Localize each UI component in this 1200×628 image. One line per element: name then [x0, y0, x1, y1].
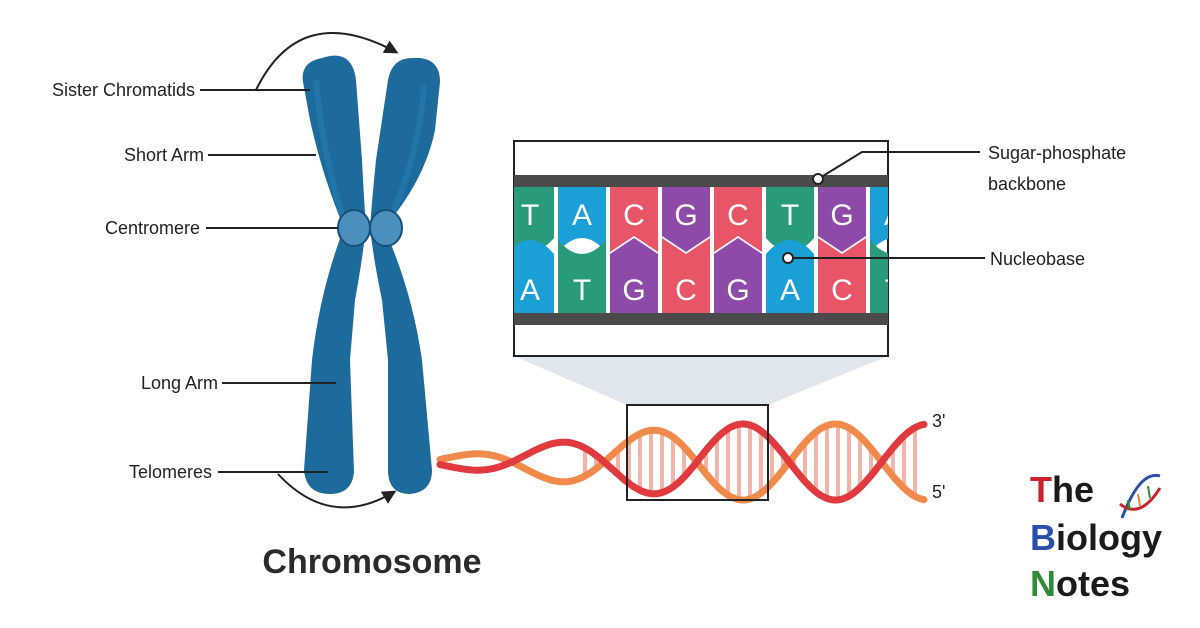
helix-strand-orange [436, 420, 928, 504]
label-sister-chromatids: Sister Chromatids [52, 80, 195, 100]
nucleobase-letter: A [572, 199, 592, 232]
label-sugar-phosphate: Sugar-phosphate [988, 143, 1126, 163]
label-backbone: backbone [988, 174, 1066, 194]
nucleobase-letter: T [573, 274, 591, 307]
nucleobase-letter: G [674, 199, 697, 232]
left-chromatid [302, 55, 366, 494]
logo-dna-icon [1119, 473, 1162, 519]
backbone-bottom [514, 313, 888, 325]
label-three-prime: 3' [932, 411, 945, 431]
nucleobase-letter: A [884, 199, 904, 232]
label-nucleobase: Nucleobase [990, 249, 1085, 269]
logo-notes: Notes [1030, 563, 1130, 604]
nucleobase-letter: C [623, 199, 645, 232]
nucleobase-top [766, 187, 814, 252]
nucleobase-top [714, 187, 762, 252]
nucleobase-top [870, 187, 888, 252]
nucleobase-bottom [870, 240, 888, 313]
nucleobase-bottom [514, 240, 554, 313]
centromere-left [337, 209, 371, 247]
helix-strand-red [436, 420, 928, 504]
nucleobase-letter: T [885, 274, 903, 307]
nucleobase-bottom [610, 238, 658, 313]
nucleobase-top [610, 187, 658, 252]
label-centromere: Centromere [105, 218, 200, 238]
nucleobase-letter: G [726, 274, 749, 307]
label-five-prime: 5' [932, 482, 945, 502]
telomeres-arrow [277, 473, 397, 509]
chromatid-highlight [389, 83, 427, 217]
nucleobase-bottom [558, 240, 606, 313]
zoom-box [626, 404, 769, 501]
nucleobase-letter: T [781, 199, 799, 232]
nucleobase-top [662, 187, 710, 252]
logo-biology: Biology [1030, 517, 1162, 558]
nucleobase-letter: C [675, 274, 697, 307]
chromatid-highlight [313, 79, 345, 216]
leader-sugar-phosphate [817, 151, 980, 180]
nucleobase-letter: A [780, 274, 800, 307]
nucleobase-letter: T [521, 199, 539, 232]
nucleobase-letter: C [831, 274, 853, 307]
nucleobase-letter: G [622, 274, 645, 307]
dna-double-helix [436, 420, 928, 504]
nucleobase-marker [782, 252, 794, 264]
nucleobase-top [818, 187, 866, 252]
label-telomeres: Telomeres [129, 462, 212, 482]
nucleobase-bottom [662, 238, 710, 313]
sister-chromatids-arrow [255, 31, 399, 91]
zoom-connector [514, 356, 888, 405]
diagram-title: Chromosome [262, 543, 481, 581]
nucleobase-top [558, 187, 606, 252]
logo: The Biology Notes [1030, 469, 1162, 604]
nucleobase-top [514, 187, 554, 252]
right-chromatid [370, 57, 440, 494]
label-long-arm: Long Arm [141, 373, 218, 393]
nucleobase-letter: C [727, 199, 749, 232]
nucleobase-letter: G [830, 199, 853, 232]
backbone-top [514, 175, 888, 187]
label-short-arm: Short Arm [124, 145, 204, 165]
nucleobase-bottom [714, 238, 762, 313]
nucleobase-bottom [818, 238, 866, 313]
logo-the: The [1030, 469, 1094, 510]
centromere-right [369, 209, 403, 247]
nucleobase-letter: A [520, 274, 540, 307]
backbone-marker [812, 173, 824, 185]
